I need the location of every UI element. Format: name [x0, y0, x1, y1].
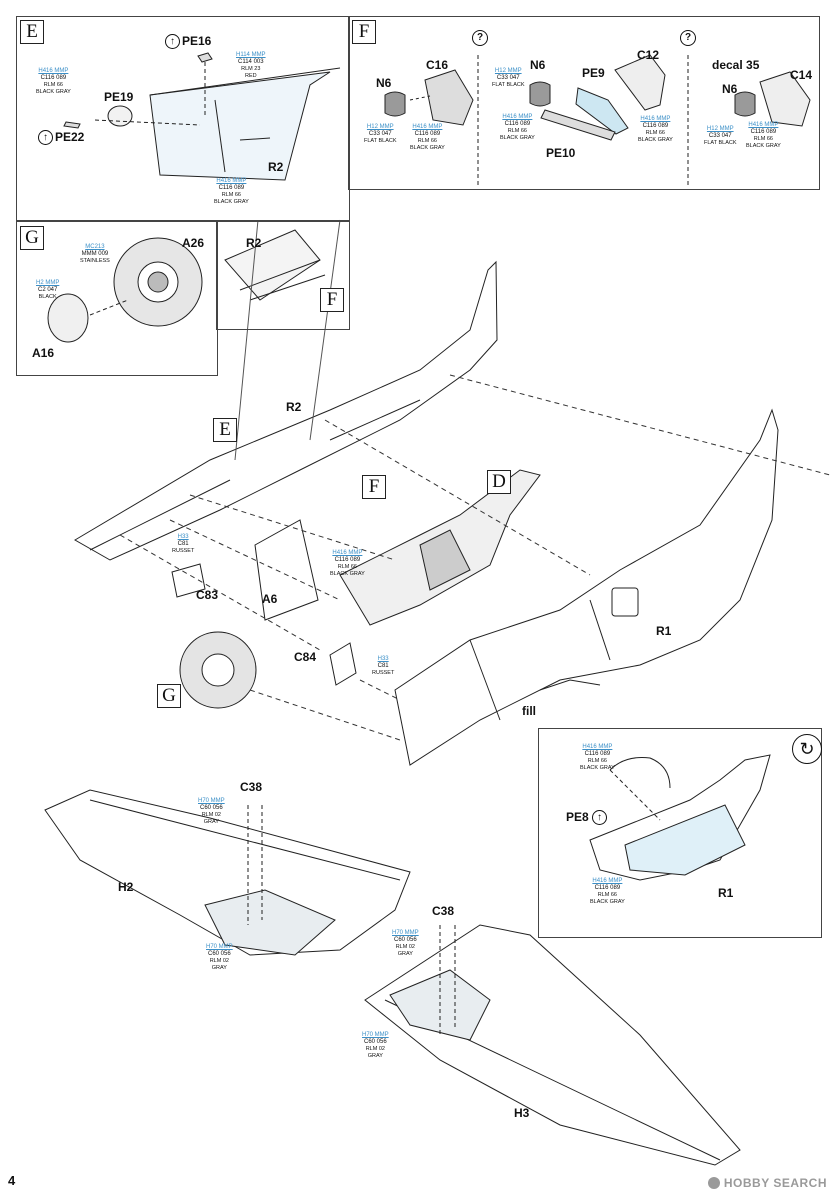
label-c83: C83	[196, 588, 219, 602]
page-number: 4	[8, 1173, 16, 1188]
pe-part-icon: ↑	[592, 810, 608, 826]
question-icon: ?	[472, 30, 488, 46]
callout-e-header: E	[20, 20, 44, 44]
wing-h2	[44, 789, 411, 956]
engine-detail-g	[47, 229, 326, 343]
label-pe22: ↑PE22	[38, 130, 84, 146]
label-h2: H2	[118, 880, 134, 894]
label-c38-h2: C38	[240, 780, 263, 794]
label-fill: fill	[522, 704, 536, 718]
fin-detail-e	[63, 52, 341, 181]
callout-f-main: F	[362, 475, 386, 499]
label-a26: A26	[182, 236, 205, 250]
pe-part-icon: ↑	[38, 130, 53, 146]
label-r1-detail: R1	[718, 886, 734, 900]
label-a6: A6	[262, 592, 278, 606]
label-n6-f1: N6	[376, 76, 392, 90]
label-c12: C12	[637, 48, 660, 62]
callout-e-main: E	[213, 418, 237, 442]
callout-g-main: G	[157, 684, 181, 708]
label-c84: C84	[294, 650, 317, 664]
question-icon: ?	[680, 30, 696, 46]
panel-a6	[254, 519, 319, 621]
part-c84	[329, 642, 357, 686]
label-r1-main: R1	[656, 624, 672, 638]
detail-box-r2-zoom	[216, 220, 350, 330]
label-pe19: PE19	[104, 90, 134, 104]
callout-f-zoom: F	[320, 288, 344, 312]
label-n6-f3: N6	[722, 82, 738, 96]
detail-box-g	[16, 220, 218, 376]
cockpit-tub	[339, 469, 541, 626]
wing-h3	[364, 924, 741, 1166]
part-c83	[171, 563, 206, 598]
watermark: HOBBY SEARCH	[707, 1176, 827, 1190]
label-h3: H3	[514, 1106, 530, 1120]
fuselage-main	[74, 260, 779, 766]
label-pe16: ↑PE16	[165, 34, 211, 50]
label-pe10: PE10	[546, 146, 576, 160]
detail-box-e	[16, 16, 350, 222]
detail-box-f	[348, 16, 820, 190]
label-n6-f2: N6	[530, 58, 546, 72]
label-r2-main: R2	[286, 400, 302, 414]
label-pe8: PE8 ↑	[566, 810, 609, 826]
pe-part-icon: ↑	[165, 34, 180, 50]
label-r2-e: R2	[268, 160, 284, 174]
label-a16: A16	[32, 346, 55, 360]
rotate-icon: ↻	[792, 734, 822, 764]
parts-detail-f	[384, 54, 811, 185]
detail-box-pe8	[538, 728, 822, 938]
callout-g-header: G	[20, 226, 44, 250]
label-c14: C14	[790, 68, 813, 82]
label-decal35: decal 35	[712, 58, 760, 72]
label-r2-zoom: R2	[246, 236, 262, 250]
label-c38-h3: C38	[432, 904, 455, 918]
canopy-detail-pe8	[589, 754, 771, 881]
callout-d-main: D	[487, 470, 511, 494]
label-pe9: PE9	[582, 66, 605, 80]
callout-f-header: F	[352, 20, 376, 44]
label-c16: C16	[426, 58, 449, 72]
watermark-logo-icon	[707, 1177, 720, 1189]
